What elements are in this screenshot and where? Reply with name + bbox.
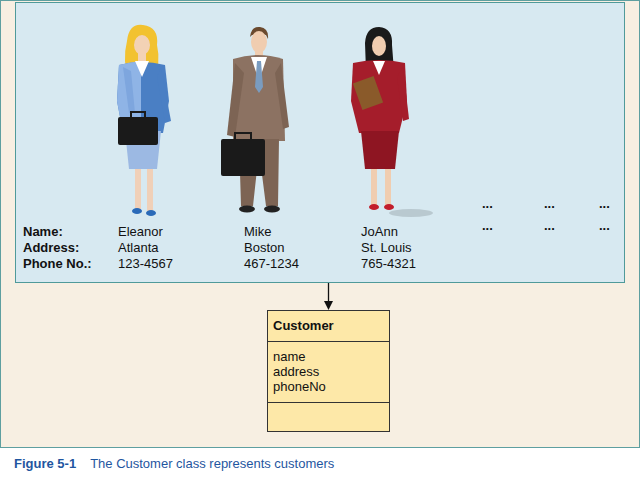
customer-illustration [117, 25, 433, 217]
table-cell: Atlanta [118, 240, 158, 256]
row-heading: ... [599, 196, 610, 212]
row-heading: ... [482, 218, 493, 234]
customer-figure-joann [351, 60, 407, 133]
customer-figure-joann [373, 61, 385, 75]
customer-figure-mike [227, 63, 244, 137]
row-heading: Address: [23, 240, 79, 256]
connector-arrow [328, 283, 329, 302]
customer-figure-mike [251, 31, 267, 53]
table-cell: Eleanor [118, 224, 163, 240]
customer-figure-eleanor [117, 25, 171, 216]
customer-figure-eleanor [132, 208, 142, 214]
customer-figure-eleanor [134, 35, 150, 55]
row-heading: Phone No.: [23, 256, 92, 272]
customer-figure-joann [351, 27, 433, 217]
attribute-compartment: nameaddressphoneNo [268, 342, 389, 403]
operation-compartment [268, 403, 389, 431]
customer-figure-joann [397, 67, 409, 121]
customer-figure-eleanor [146, 210, 156, 216]
customer-figure-eleanor [123, 67, 135, 113]
customer-figure-joann [371, 169, 377, 205]
table-cell: Mike [244, 224, 271, 240]
customer-figure-mike [221, 139, 265, 176]
row-heading: Name: [23, 224, 63, 240]
row-heading: ... [544, 218, 555, 234]
table-cell: St. Louis [361, 240, 412, 256]
customer-figure-eleanor [147, 169, 153, 211]
customer-figure-mike [221, 27, 289, 213]
row-heading: ... [544, 196, 555, 212]
customer-figure-mike [255, 61, 263, 93]
caption-line: Figure 5-1 The Customer class represents … [14, 456, 334, 472]
customer-figure-eleanor [118, 117, 158, 145]
customer-figure-joann [389, 209, 433, 217]
class-name-compartment: Customer [268, 311, 389, 342]
table-cell: JoAnn [361, 224, 398, 240]
customer-figure-joann [369, 204, 379, 210]
attribute-name: address [273, 364, 382, 379]
customer-instances-panel: Name:Address:Phone No.: EleanorAtlanta123… [15, 2, 625, 283]
attribute-name: name [273, 349, 382, 364]
uml-class-box: Customer nameaddressphoneNo [267, 310, 390, 432]
customer-figure-mike [264, 206, 280, 213]
customer-figure-mike [275, 63, 289, 129]
customer-figure-eleanor [131, 112, 145, 117]
customer-figure-eleanor [135, 169, 141, 209]
customer-figure-eleanor [135, 61, 149, 77]
connector-arrow [324, 283, 333, 310]
table-cell: Boston [244, 240, 284, 256]
attribute-name: phoneNo [273, 379, 382, 394]
class-name: Customer [273, 318, 382, 334]
connector-arrow [324, 301, 333, 310]
table-cell: 123-4567 [118, 256, 173, 272]
table-cell: 765-4321 [361, 256, 416, 272]
row-heading: ... [599, 218, 610, 234]
customer-figure-joann [372, 36, 386, 56]
customer-figure-joann [385, 169, 391, 205]
customer-figure-joann [384, 204, 394, 210]
customer-figure-mike [239, 206, 255, 213]
customer-figure-mike [235, 133, 251, 139]
row-heading: ... [482, 196, 493, 212]
customer-figure-joann [361, 131, 399, 169]
customer-figure-joann [353, 76, 383, 110]
figure-number: Figure 5-1 [14, 456, 76, 472]
customer-figure-mike [233, 55, 285, 141]
customer-illustration [16, 3, 626, 284]
customer-figure-eleanor [157, 67, 171, 123]
figure-caption: The Customer class represents customers [90, 456, 334, 472]
table-cell: 467-1234 [244, 256, 299, 272]
